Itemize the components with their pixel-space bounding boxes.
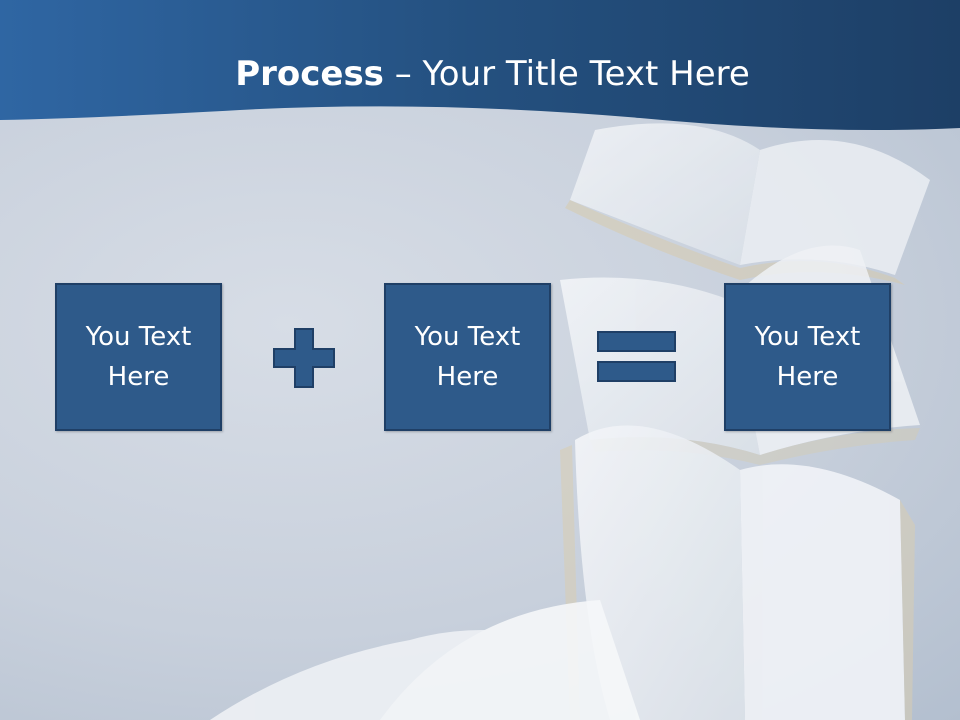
book-top-illustration bbox=[565, 123, 930, 285]
process-step-box-3[interactable]: You Text Here bbox=[724, 283, 891, 431]
process-step-text-3: You Text Here bbox=[754, 322, 861, 392]
process-step-box-1[interactable]: You Text Here bbox=[55, 283, 222, 431]
process-step-text-2: You Text Here bbox=[414, 322, 521, 392]
title-rest-part: – Your Title Text Here bbox=[383, 54, 750, 94]
header-band bbox=[0, 0, 960, 131]
title-bold-part: Process bbox=[235, 54, 384, 94]
book-lower-left-illustration bbox=[210, 600, 640, 720]
process-step-text-1: You Text Here bbox=[85, 322, 192, 392]
slide-title[interactable]: Process – Your Title Text Here bbox=[0, 52, 960, 96]
equals-icon bbox=[597, 331, 676, 382]
process-step-box-2[interactable]: You Text Here bbox=[384, 283, 551, 431]
plus-icon bbox=[273, 328, 335, 388]
